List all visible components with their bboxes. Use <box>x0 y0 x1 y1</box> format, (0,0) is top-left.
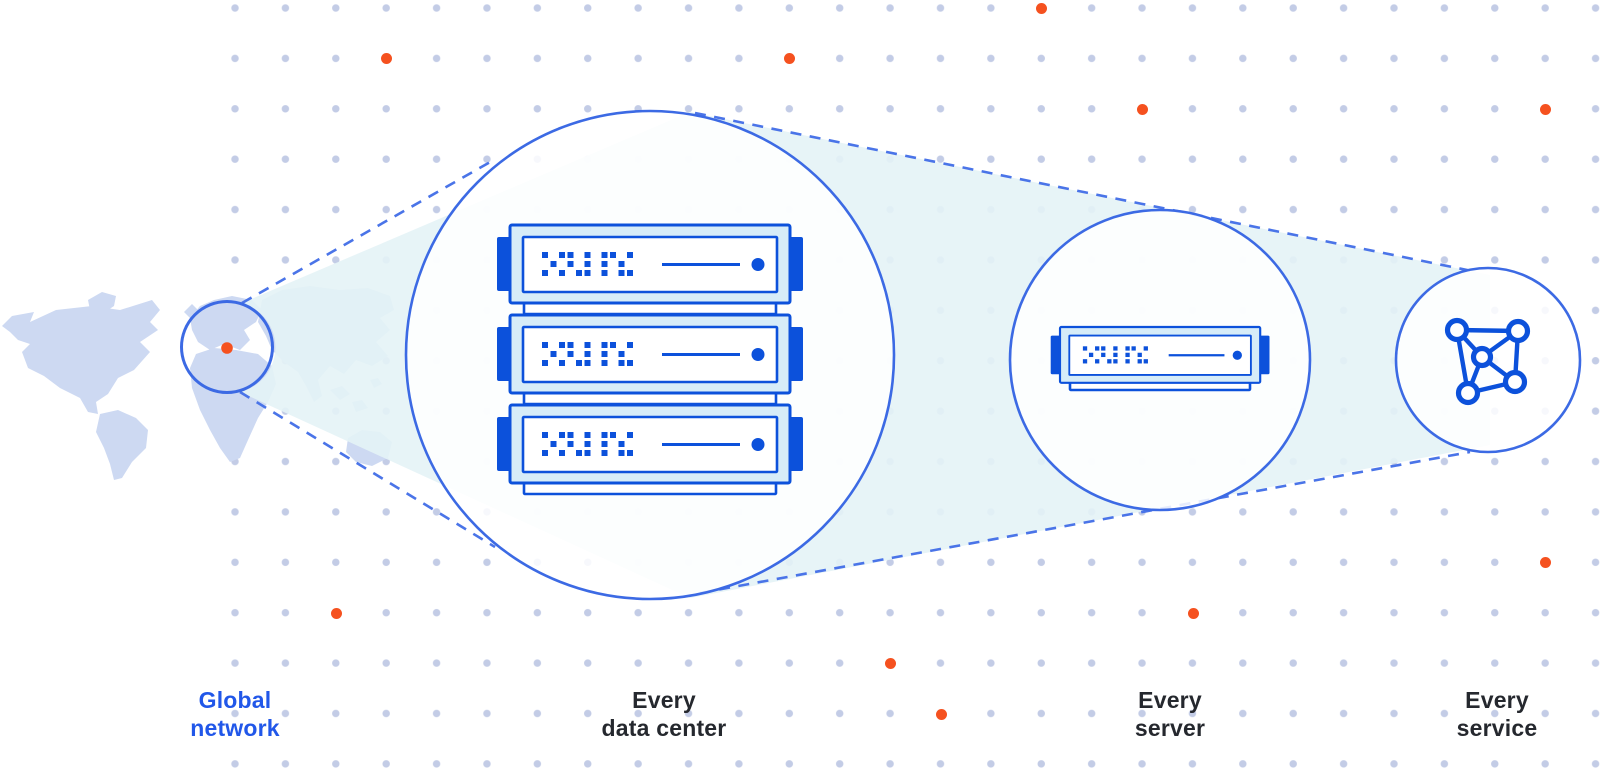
accent-orange-dot <box>884 657 896 669</box>
caption-line: network <box>190 715 280 741</box>
caption-line: Global <box>198 687 272 713</box>
map-focus-circle <box>180 300 274 394</box>
accent-orange-dot <box>1035 2 1047 14</box>
caption-line: Every <box>632 687 696 713</box>
accent-orange-dot <box>380 52 392 64</box>
accent-orange-dot <box>935 708 947 720</box>
map-location-marker <box>221 342 233 354</box>
network-mesh-icon <box>1444 317 1531 406</box>
accent-orange-dot <box>1539 556 1551 568</box>
caption-line: Every <box>1138 687 1202 713</box>
single-server <box>1051 327 1270 392</box>
caption-global-network: Global network <box>125 686 345 742</box>
zoom-guide-line-top-left <box>241 159 493 305</box>
server-rack-unit-1 <box>497 225 803 303</box>
caption-every-service: Every service <box>1387 686 1607 742</box>
zoom-guide-line-bottom-left <box>239 390 496 549</box>
caption-line: service <box>1456 715 1538 741</box>
accent-orange-dot <box>783 52 795 64</box>
accent-orange-dot <box>1136 103 1148 115</box>
server-unit-medium <box>1051 327 1270 383</box>
caption-line: server <box>1134 715 1206 741</box>
zoom-guide-line-bottom-right <box>699 450 1471 595</box>
accent-orange-dot <box>1539 103 1551 115</box>
accent-orange-dot <box>1187 607 1199 619</box>
server-rack-unit-2 <box>497 315 803 393</box>
zoom-guide-line-top-right <box>694 111 1473 273</box>
caption-every-data-center: Every data center <box>554 686 774 742</box>
caption-line: data center <box>601 715 727 741</box>
caption-every-server: Every server <box>1060 686 1280 742</box>
server-rack <box>497 225 803 496</box>
caption-line: Every <box>1465 687 1529 713</box>
accent-orange-dot <box>330 607 342 619</box>
server-rack-unit-3 <box>497 405 803 483</box>
